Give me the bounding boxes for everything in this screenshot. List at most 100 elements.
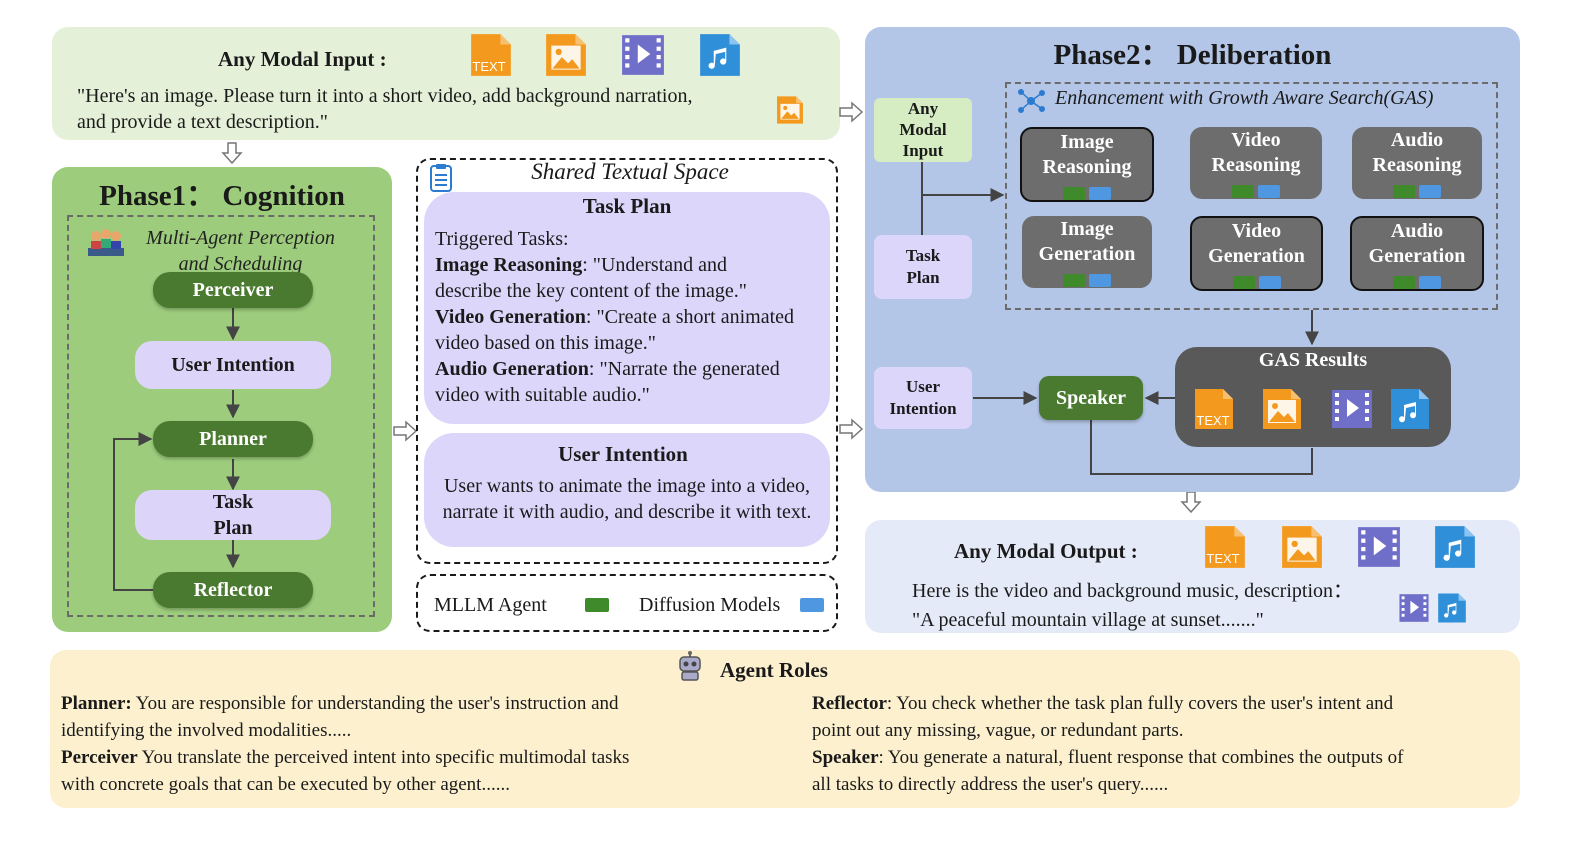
audio-file-icon [1432,524,1478,570]
legend-mllm-label: MLLM Agent [434,594,547,616]
image-reasoning-box-line1: Image [1060,131,1114,153]
perceiver-node: Perceiver [153,272,313,308]
audio-generation-box-line1: Audio [1390,220,1444,242]
planner-node: Planner [153,421,313,457]
input-text-line1: "Here's an image. Please turn it into a … [77,85,693,107]
gas-results-title: GAS Results [1258,349,1368,371]
role-reflector-cont: point out any missing, vague, or redunda… [812,720,1184,741]
task-plan-card-body: Triggered Tasks: Image Reasoning: "Under… [435,226,830,408]
task-plan-card [424,192,830,424]
text-file-icon: TEXT [468,32,514,78]
diffusion-chip [1419,276,1441,289]
phase1-subtitle-line1: Multi-Agent Perception [146,227,335,249]
task-plan-node-line1: Task [212,491,254,513]
down-hollow-arrow-2 [1180,491,1202,514]
triggered-tasks-label: Triggered Tasks: [435,228,569,250]
p2-user-intention-line2: Intention [889,399,957,418]
svg-text:TEXT: TEXT [1206,551,1239,566]
task-plan-node-line2: Plan [213,517,253,539]
p2-user-intention-line1: User [906,377,940,396]
user-intention-card-title: User Intention [558,442,688,466]
mllm-chip [1063,274,1085,287]
task-plan-card-title: Task Plan [582,194,672,218]
p2-any-modal-input-line2: Modal [899,120,947,139]
role-planner: Planner: You are responsible for underst… [61,693,619,714]
user-intention-line2: narrate it with audio, and describe it w… [442,501,812,523]
audio-generation-box-line2: Generation [1368,245,1466,267]
image-file-icon [1260,387,1304,431]
role-perceiver-cont: with concrete goals that can be executed… [61,774,510,795]
text-file-icon: TEXT [1202,524,1248,570]
input-text-line2: and provide a text description." [77,111,328,133]
network-icon [1018,89,1045,113]
phase1-subtitle-line2: and Scheduling [178,253,303,275]
role-perceiver: Perceiver You translate the perceived in… [61,747,630,768]
p2-any-modal-input-line1: Any [907,99,939,118]
user-intention-node: User Intention [135,341,331,389]
task-image-reasoning-cont: describe the key content of the image." [435,280,747,302]
mllm-chip [1393,185,1415,198]
svg-text:TEXT: TEXT [472,59,505,74]
role-speaker: Speaker: You generate a natural, fluent … [812,747,1404,768]
audio-reasoning-box-line1: Audio [1390,129,1444,151]
image-reasoning-box-line2: Reasoning [1042,156,1132,178]
right-hollow-arrow-2 [839,418,864,440]
image-file-icon [1279,524,1325,570]
task-video-generation-cont: video based on this image." [435,332,656,354]
p2-task-plan-line1: Task [905,246,941,265]
output-text-line2: "A peaceful mountain village at sunset..… [912,609,1264,631]
input-text: "Here's an image. Please turn it into a … [77,83,692,135]
phase1-subtitle: Multi-Agent Perception and Scheduling [128,225,353,277]
user-intention-card [424,433,830,547]
task-audio-generation: Audio Generation: "Narrate the generated [435,358,780,380]
roles-left-column: Planner: You are responsible for underst… [61,690,781,798]
task-audio-generation-cont: video with suitable audio." [435,384,650,406]
p2-task-plan-line2: Plan [906,268,940,287]
video-reasoning-box-line1: Video [1231,129,1281,151]
shared-title: Shared Textual Space [531,159,729,184]
agent-roles-panel [50,650,1520,808]
legend-mllm-swatch [585,598,609,612]
mllm-chip [1232,185,1254,198]
mllm-chip [1063,187,1085,200]
roles-right-column: Reflector: You check whether the task pl… [812,690,1512,798]
task-video-generation: Video Generation: "Create a short animat… [435,306,795,328]
svg-text:TEXT: TEXT [1196,413,1229,428]
diffusion-chip [1258,185,1280,198]
video-file-icon [1356,524,1402,570]
user-intention-card-body: User wants to animate the image into a v… [424,473,830,525]
speaker-node: Speaker [1039,376,1143,420]
output-title: Any Modal Output : [954,539,1138,563]
audio-reasoning-box-line2: Reasoning [1372,154,1462,176]
mllm-chip [1393,276,1415,289]
diffusion-chip [1419,185,1441,198]
phase1-dashed-region [67,215,375,617]
phase2-title: Phase2： Deliberation [1053,39,1332,71]
image-generation-box-line1: Image [1060,218,1114,240]
legend-diffusion-label: Diffusion Models [639,594,781,616]
video-attachment-icon [1398,592,1430,624]
right-hollow-arrow-1 [393,420,418,442]
agent-roles-title: Agent Roles [720,658,828,682]
legend-box [416,574,838,632]
reflector-node: Reflector [153,572,313,608]
gas-title: Enhancement with Growth Aware Search(GAS… [1055,87,1434,109]
phase1-arrows [113,308,240,591]
video-generation-box-line2: Generation [1208,245,1305,267]
team-icon [88,229,124,256]
phase1-title: Phase1： Cognition [99,180,345,212]
video-generation-box-line1: Video [1231,220,1282,242]
diffusion-chip [1258,276,1281,289]
input-title: Any Modal Input : [218,47,387,71]
clipboard-icon [430,164,452,192]
down-hollow-arrow [221,142,243,165]
role-planner-cont: identifying the involved modalities..... [61,720,352,741]
